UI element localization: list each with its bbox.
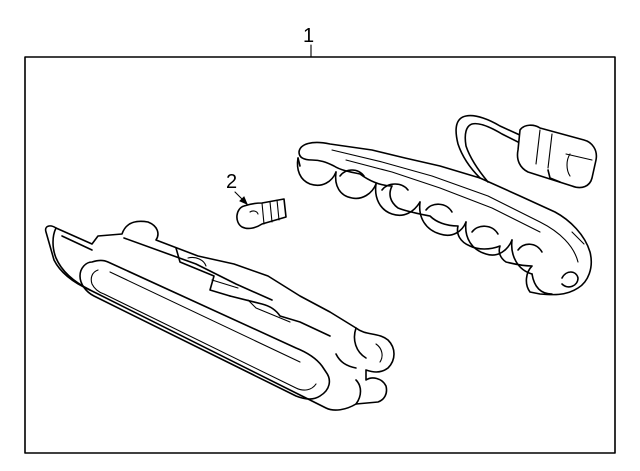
wire-harness xyxy=(455,114,523,183)
wire-connector xyxy=(516,124,598,189)
lamp-housing xyxy=(296,141,593,296)
assembly-frame xyxy=(24,56,616,454)
callout-2-label: 2 xyxy=(226,171,237,193)
callout-2-arrow xyxy=(234,191,248,205)
lamp-lens-cover xyxy=(44,220,395,411)
bulb xyxy=(236,198,287,230)
callout-1-label: 1 xyxy=(303,25,314,47)
